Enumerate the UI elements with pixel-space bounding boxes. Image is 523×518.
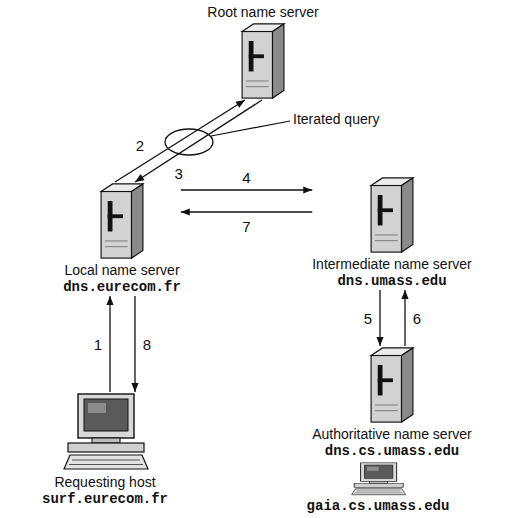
system-unit <box>354 484 403 488</box>
query-arrow <box>379 290 380 346</box>
query-arrow <box>181 211 312 212</box>
icon-holder <box>369 176 415 254</box>
node-label: Root name server <box>207 4 318 21</box>
host-name: surf.eurecom.fr <box>42 491 168 508</box>
step-number: 8 <box>141 336 153 353</box>
step-number: 6 <box>411 310 423 327</box>
authoritative-server: Authoritative name serverdns.cs.umass.ed… <box>312 346 472 460</box>
root-server: Root name server <box>207 4 318 100</box>
host-name: gaia.cs.umass.edu <box>307 498 450 515</box>
query-arrow <box>134 296 135 392</box>
server-slot <box>378 208 393 212</box>
host-name: dns.umass.edu <box>337 273 446 290</box>
server-slot <box>378 378 393 382</box>
screen-glare <box>367 467 379 471</box>
query-ellipse <box>165 129 213 155</box>
server-side <box>132 184 143 258</box>
server-slot <box>108 214 123 218</box>
server-line <box>105 246 128 247</box>
server-side <box>402 348 413 422</box>
screen <box>84 399 128 431</box>
server-line <box>375 404 398 405</box>
callout-label: Iterated query <box>293 111 379 128</box>
node-label: Intermediate name server <box>312 256 472 273</box>
step-number: 1 <box>92 336 104 353</box>
step-number: 2 <box>134 137 146 154</box>
monitor-stand <box>92 438 120 443</box>
query-arrow <box>181 189 312 190</box>
step-number: 4 <box>240 169 252 186</box>
requesting-host: Requesting hostsurf.eurecom.fr <box>42 392 168 508</box>
query-arrow <box>109 296 110 392</box>
icon-holder <box>349 462 407 496</box>
monitor <box>361 463 397 482</box>
system-unit <box>68 443 144 452</box>
key-row <box>357 490 401 491</box>
icon-holder <box>60 392 150 472</box>
key-row <box>355 492 403 493</box>
server-icon <box>240 22 286 100</box>
key-row <box>72 460 140 461</box>
host-name: dns.eurecom.fr <box>63 279 181 296</box>
server-line <box>375 410 398 411</box>
node-label: Requesting host <box>54 474 155 491</box>
node-label: Authoritative name server <box>312 426 472 443</box>
monitor <box>78 394 134 438</box>
intermediate-server: Intermediate name serverdns.umass.edu <box>312 176 472 290</box>
computer-icon <box>60 392 150 472</box>
server-line <box>375 240 398 241</box>
server-front <box>101 192 131 259</box>
server-front <box>242 32 272 99</box>
keyboard <box>352 489 406 495</box>
step-number: 5 <box>362 310 374 327</box>
server-line <box>375 234 398 235</box>
server-line <box>105 240 128 241</box>
server-line <box>246 86 269 87</box>
computer-icon <box>349 462 407 496</box>
key-row <box>69 464 143 465</box>
host-name: dns.cs.umass.edu <box>325 443 459 460</box>
icon-holder <box>369 346 415 424</box>
step-number: 7 <box>240 218 252 235</box>
server-icon <box>369 346 415 424</box>
leader-line <box>211 121 290 136</box>
node-label: Local name server <box>64 262 179 279</box>
server-side <box>402 178 413 252</box>
server-slot <box>249 54 264 58</box>
local-server: Local name serverdns.eurecom.fr <box>63 182 181 296</box>
query-arrow <box>404 290 405 346</box>
server-side <box>273 24 284 98</box>
server-line <box>246 80 269 81</box>
icon-holder <box>99 182 145 260</box>
icon-holder <box>240 22 286 100</box>
server-icon <box>99 182 145 260</box>
step-number: 3 <box>173 165 185 182</box>
server-icon <box>369 176 415 254</box>
server-front <box>371 356 401 423</box>
monitor-stand <box>370 482 388 484</box>
query-arrow <box>115 100 245 182</box>
keyboard <box>64 455 148 469</box>
screen <box>364 465 392 479</box>
server-front <box>371 186 401 253</box>
target-host: gaia.cs.umass.edu <box>307 462 450 515</box>
screen-glare <box>88 403 106 413</box>
